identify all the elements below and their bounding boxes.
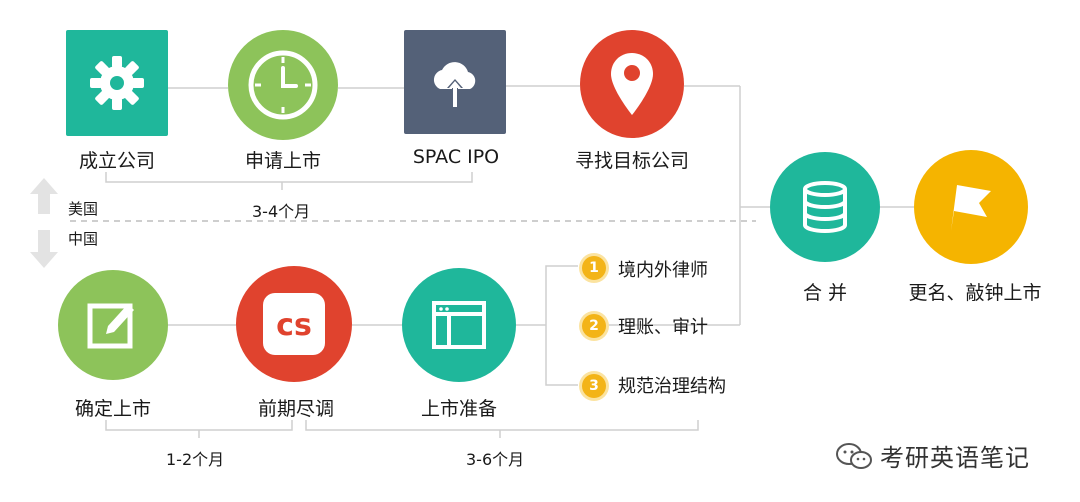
lastfm-icon: cs [263,293,325,355]
bracket-top [105,172,473,183]
edit-icon [87,303,134,349]
watermark-text: 考研英语笔记 [880,444,1030,472]
region-china-label: 中国 [68,230,99,248]
found-company-node [66,30,168,136]
region-arrows [30,178,58,268]
due-diligence-label: 前期尽调 [257,398,335,420]
spac-ipo-label: SPAC IPO [412,146,500,168]
apply-listing-label: 申请上市 [244,150,322,172]
merge-node [770,152,880,262]
region-us-label: 美国 [68,200,99,218]
flag-icon [951,185,991,231]
step-text-3: 规范治理结构 [618,376,726,397]
find-target-label: 寻找目标公司 [574,150,690,172]
up-arrow-icon [30,178,58,214]
due-diligence-node: cs [236,266,352,382]
browser-window-icon [432,301,486,349]
database-icon [803,181,847,233]
step-badge-2: 2 [582,314,606,338]
watermark: 考研英语笔记 [834,438,1030,473]
apply-listing-node [228,30,338,140]
listing-prep-label: 上市准备 [420,398,498,420]
found-company-label: 成立公司 [78,150,156,172]
bottom-duration-2-label: 3-6个月 [466,450,525,469]
listing-prep-node [402,268,516,382]
confirm-listing-label: 确定上市 [74,398,152,420]
bottom-duration-1-label: 1-2个月 [166,450,225,469]
find-target-node [580,30,684,138]
cloud-upload-icon [433,62,476,107]
svg-text:cs: cs [276,308,312,343]
bracket-steps [545,265,578,386]
bracket-bottom-2 [305,420,699,431]
bracket-bottom-1 [105,420,293,431]
step-text-2: 理账、审计 [618,317,708,338]
spac-ipo-node [404,30,506,134]
rename-listing-node [914,150,1028,264]
merge-label: 合 并 [802,282,848,304]
top-duration-label: 3-4个月 [252,202,311,221]
wechat-icon [836,442,872,469]
step-text-1: 境内外律师 [618,260,708,281]
clock-icon [248,50,318,120]
rename-listing-label: 更名、敲钟上市 [908,282,1042,304]
step-badge-1: 1 [582,256,606,280]
map-pin-icon [611,53,653,115]
confirm-listing-node [58,270,168,380]
gear-icon [90,56,144,110]
step-badge-3: 3 [582,374,606,398]
down-arrow-icon [30,230,58,268]
